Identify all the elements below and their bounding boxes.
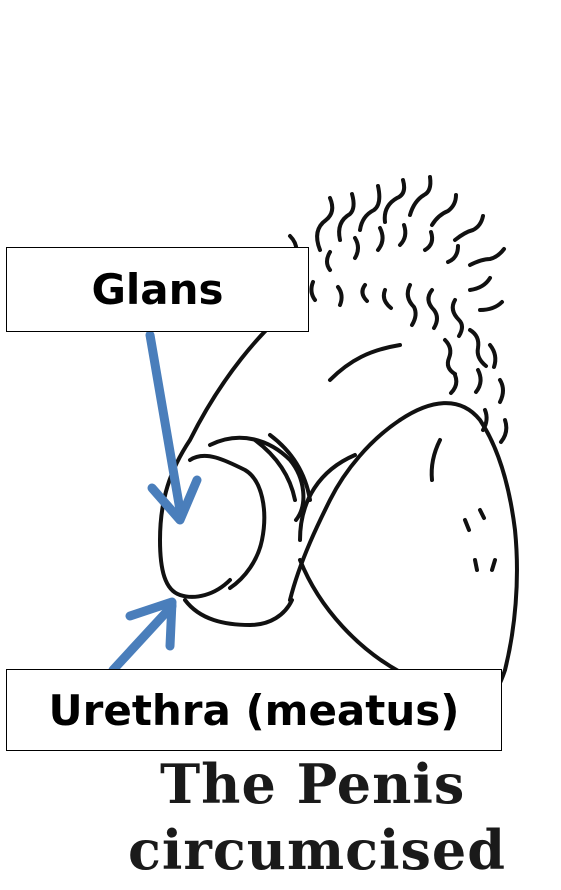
caption-title: The Penis <box>160 752 465 816</box>
urethra-arrow <box>113 602 172 670</box>
penis-outline <box>160 300 517 720</box>
pubic-hair <box>290 177 506 442</box>
urethra-label: Urethra (meatus) <box>6 669 502 751</box>
glans-arrow <box>150 335 197 520</box>
caption-subtitle: circumcised <box>128 818 506 882</box>
glans-label: Glans <box>6 247 309 332</box>
